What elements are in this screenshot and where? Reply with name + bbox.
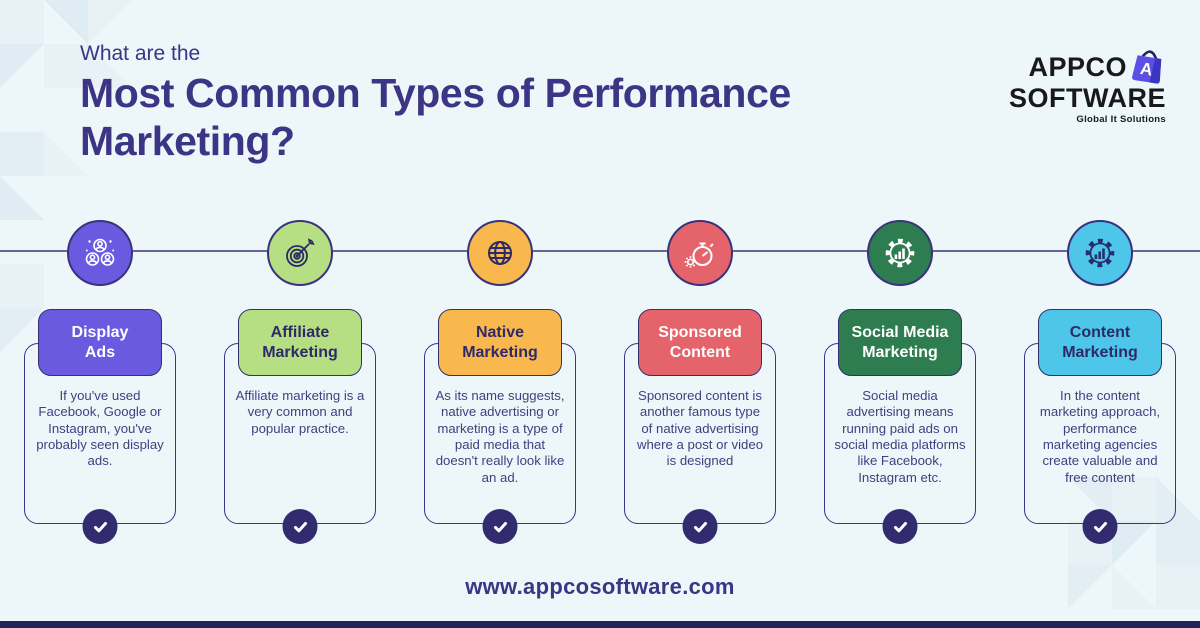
check-icon <box>1082 509 1118 544</box>
website-url: www.appcosoftware.com <box>465 574 735 599</box>
type-description: Affiliate marketing is a very common and… <box>235 388 365 436</box>
type-card: Display Ads If you've used Facebook, Goo… <box>24 309 176 544</box>
timeline-line <box>0 250 1200 252</box>
type-badge: Display Ads <box>38 309 162 376</box>
column-content-marketing: Content Marketing In the content marketi… <box>1000 220 1200 544</box>
type-description: In the content marketing approach, perfo… <box>1039 388 1161 485</box>
type-description: As its name suggests, native advertising… <box>435 388 565 485</box>
gear-chart-icon <box>867 220 933 286</box>
type-badge: Social Media Marketing <box>838 309 962 376</box>
logo-tagline: Global It Solutions <box>1076 114 1166 126</box>
type-description: If you've used Facebook, Google or Insta… <box>36 388 164 469</box>
appco-software-logo: APPCO A SOFTWARE Global It Solutions <box>991 50 1166 125</box>
column-social-media-marketing: Social Media Marketing Social media adve… <box>800 220 1000 544</box>
type-card: Native Marketing As its name suggests, n… <box>424 309 576 544</box>
column-native-marketing: Native Marketing As its name suggests, n… <box>400 220 600 544</box>
check-icon <box>682 509 718 544</box>
type-description: Sponsored content is another famous type… <box>636 388 764 469</box>
type-card: Sponsored Content Sponsored content is a… <box>624 309 776 544</box>
shopping-bag-icon: A <box>1132 50 1162 84</box>
type-badge: Content Marketing <box>1038 309 1162 376</box>
page-title: Most Common Types of Performance Marketi… <box>80 70 791 164</box>
check-icon <box>282 509 318 544</box>
logo-word-software: SOFTWARE <box>1009 83 1166 113</box>
header: What are the Most Common Types of Perfor… <box>80 42 910 166</box>
type-badge: Sponsored Content <box>638 309 762 376</box>
column-display-ads: Display Ads If you've used Facebook, Goo… <box>0 220 200 544</box>
target-dart-icon <box>267 220 333 286</box>
check-icon <box>882 509 918 544</box>
type-description: Social media advertising means running p… <box>834 388 966 485</box>
bottom-accent-bar <box>0 621 1200 628</box>
type-badge: Native Marketing <box>438 309 562 376</box>
check-icon <box>82 509 118 544</box>
type-badge: Affiliate Marketing <box>238 309 362 376</box>
type-card: Affiliate Marketing Affiliate marketing … <box>224 309 376 544</box>
types-row: Display Ads If you've used Facebook, Goo… <box>0 220 1200 544</box>
header-eyebrow: What are the <box>80 42 201 65</box>
column-sponsored-content: Sponsored Content Sponsored content is a… <box>600 220 800 544</box>
type-card: Content Marketing In the content marketi… <box>1024 309 1176 544</box>
column-affiliate-marketing: Affiliate Marketing Affiliate marketing … <box>200 220 400 544</box>
people-group-icon <box>67 220 133 286</box>
logo-word-appco: APPCO <box>1028 51 1127 82</box>
type-card: Social Media Marketing Social media adve… <box>824 309 976 544</box>
globe-icon <box>467 220 533 286</box>
logo-bag-letter: A <box>1139 59 1154 80</box>
stopwatch-gear-icon <box>667 220 733 286</box>
check-icon <box>482 509 518 544</box>
gear-chart-icon <box>1067 220 1133 286</box>
